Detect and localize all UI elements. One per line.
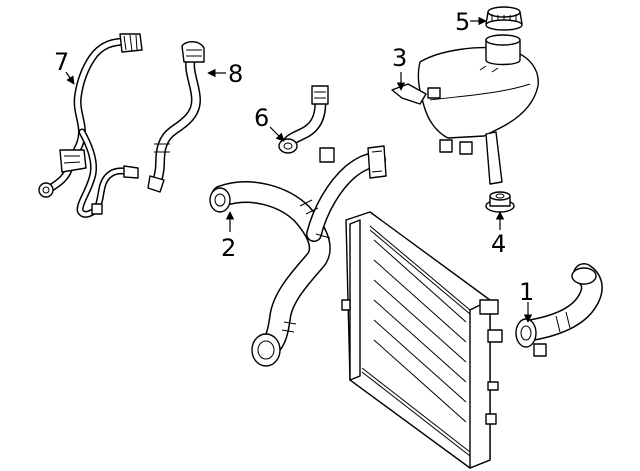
part-8-hose[interactable] xyxy=(147,41,205,193)
callout-1: 1 xyxy=(519,278,534,323)
part-1-lower-hose[interactable] xyxy=(515,263,603,357)
callout-5: 5 xyxy=(455,8,487,36)
callout-7: 7 xyxy=(54,48,75,85)
callout-4-label: 4 xyxy=(491,230,506,258)
part-4-grommet[interactable] xyxy=(485,191,515,213)
callout-5-label: 5 xyxy=(455,8,470,36)
part-6-elbow-hose[interactable] xyxy=(278,85,329,154)
callout-7-label: 7 xyxy=(54,48,69,76)
callout-1-label: 1 xyxy=(519,278,534,306)
part-2-radiator-hose[interactable] xyxy=(209,145,387,367)
radiator[interactable] xyxy=(341,211,503,469)
part-5-cap[interactable] xyxy=(485,6,523,31)
callout-4: 4 xyxy=(491,211,506,258)
part-7-coolant-line[interactable] xyxy=(38,33,143,218)
callout-8-label: 8 xyxy=(228,60,243,88)
callout-8: 8 xyxy=(207,60,243,88)
callout-6: 6 xyxy=(254,104,285,142)
callout-2-label: 2 xyxy=(221,234,236,262)
callout-3: 3 xyxy=(392,44,407,91)
callout-6-label: 6 xyxy=(254,104,269,132)
callout-2: 2 xyxy=(221,211,236,262)
callout-3-label: 3 xyxy=(392,44,407,72)
part-3-expansion-tank[interactable] xyxy=(391,34,539,185)
